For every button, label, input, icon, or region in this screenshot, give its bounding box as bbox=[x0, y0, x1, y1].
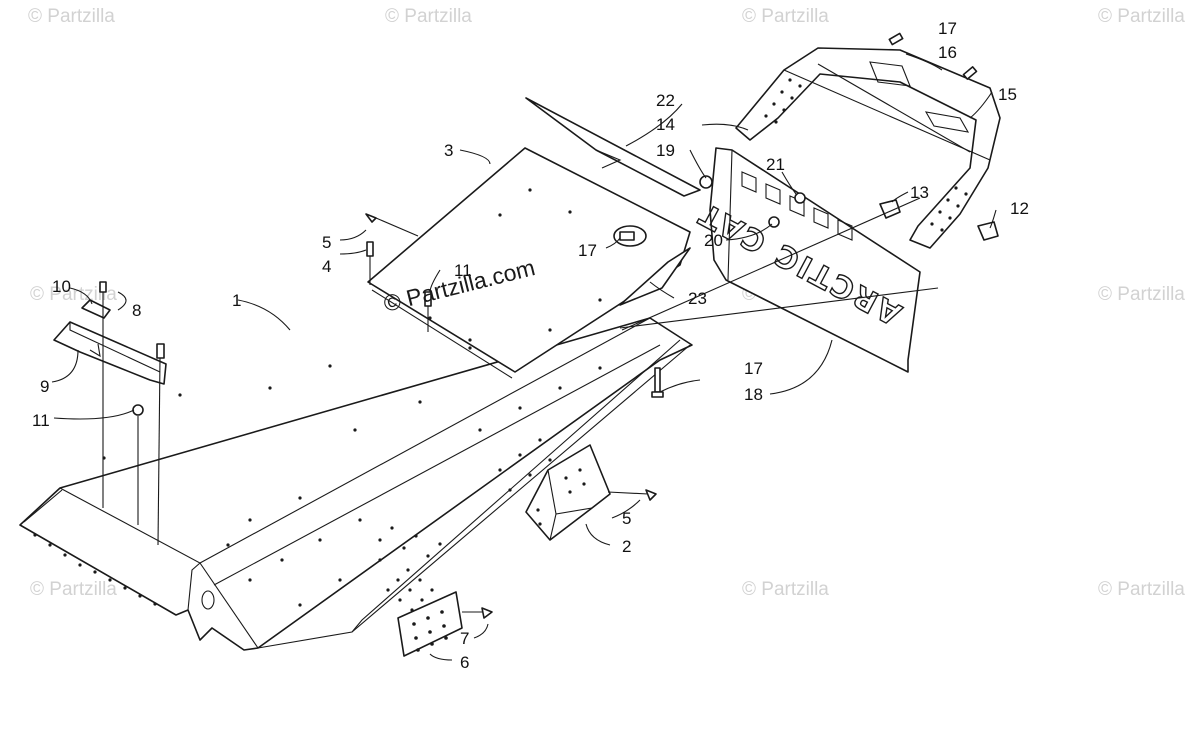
watermark-top-center: © Partzilla bbox=[385, 6, 472, 27]
callout-16: 16 bbox=[938, 43, 957, 62]
tunnel-hole-pattern bbox=[33, 346, 602, 622]
watermark-top-left: © Partzilla bbox=[28, 6, 115, 27]
watermark-bottom-far-right: © Partzilla bbox=[1098, 579, 1185, 600]
callout-6: 6 bbox=[460, 653, 469, 672]
callout-14: 14 bbox=[656, 115, 675, 134]
callout-11-center: 11 bbox=[454, 261, 472, 280]
tunnel-part-1 bbox=[19, 317, 693, 651]
callout-15: 15 bbox=[998, 85, 1017, 104]
callout-17-center: 17 bbox=[578, 241, 597, 260]
watermark-bottom-left: © Partzilla bbox=[30, 579, 117, 600]
fasteners-center bbox=[365, 213, 664, 398]
callout-2: 2 bbox=[622, 537, 631, 556]
callout-22: 22 bbox=[656, 91, 675, 110]
callout-19: 19 bbox=[656, 141, 675, 160]
bracket-part-9 bbox=[53, 321, 167, 385]
watermark-mid-left: © Partzilla bbox=[30, 284, 117, 305]
plate-part-6 bbox=[397, 591, 493, 657]
callout-7: 7 bbox=[460, 629, 469, 648]
watermark-mid-far-right: © Partzilla bbox=[1098, 284, 1185, 305]
callout-18: 18 bbox=[744, 385, 763, 404]
watermark-top-far-right: © Partzilla bbox=[1098, 6, 1185, 27]
callout-3: 3 bbox=[444, 141, 453, 160]
gasket-part-22 bbox=[525, 97, 701, 197]
watermark-top-right: © Partzilla bbox=[742, 6, 829, 27]
callout-17-top: 17 bbox=[938, 19, 957, 38]
callout-21: 21 bbox=[766, 155, 785, 174]
callout-23: 23 bbox=[688, 289, 707, 308]
seat-plate-part-3 bbox=[367, 147, 691, 379]
callout-4: 4 bbox=[322, 257, 331, 276]
bracket-part-2 bbox=[525, 444, 657, 541]
callout-9: 9 bbox=[40, 377, 49, 396]
rail-part-23 bbox=[619, 247, 691, 306]
callout-8: 8 bbox=[132, 301, 141, 320]
watermark-bottom-right: © Partzilla bbox=[742, 579, 829, 600]
callout-17-lower: 17 bbox=[744, 359, 763, 378]
callout-1: 1 bbox=[232, 291, 241, 310]
callout-5-upper: 5 bbox=[322, 233, 331, 252]
callout-labels: 1 2 3 4 5 5 6 7 8 9 10 11 11 12 13 14 15… bbox=[32, 19, 1029, 672]
callout-5-lower: 5 bbox=[622, 509, 631, 528]
rear-bumper-part-14 bbox=[735, 47, 1001, 249]
callout-12: 12 bbox=[1010, 199, 1029, 218]
callout-13: 13 bbox=[910, 183, 929, 202]
callout-11-left: 11 bbox=[32, 411, 50, 430]
callout-20: 20 bbox=[704, 231, 723, 250]
fasteners-front bbox=[99, 281, 165, 546]
leader-lines bbox=[51, 53, 997, 661]
snow-flap-part-18: ARCTIC CAT bbox=[691, 147, 921, 373]
watermarks: © Partzilla © Partzilla © Partzilla © Pa… bbox=[28, 6, 1185, 600]
callout-10: 10 bbox=[52, 277, 71, 296]
bumper-fasteners bbox=[619, 32, 999, 331]
